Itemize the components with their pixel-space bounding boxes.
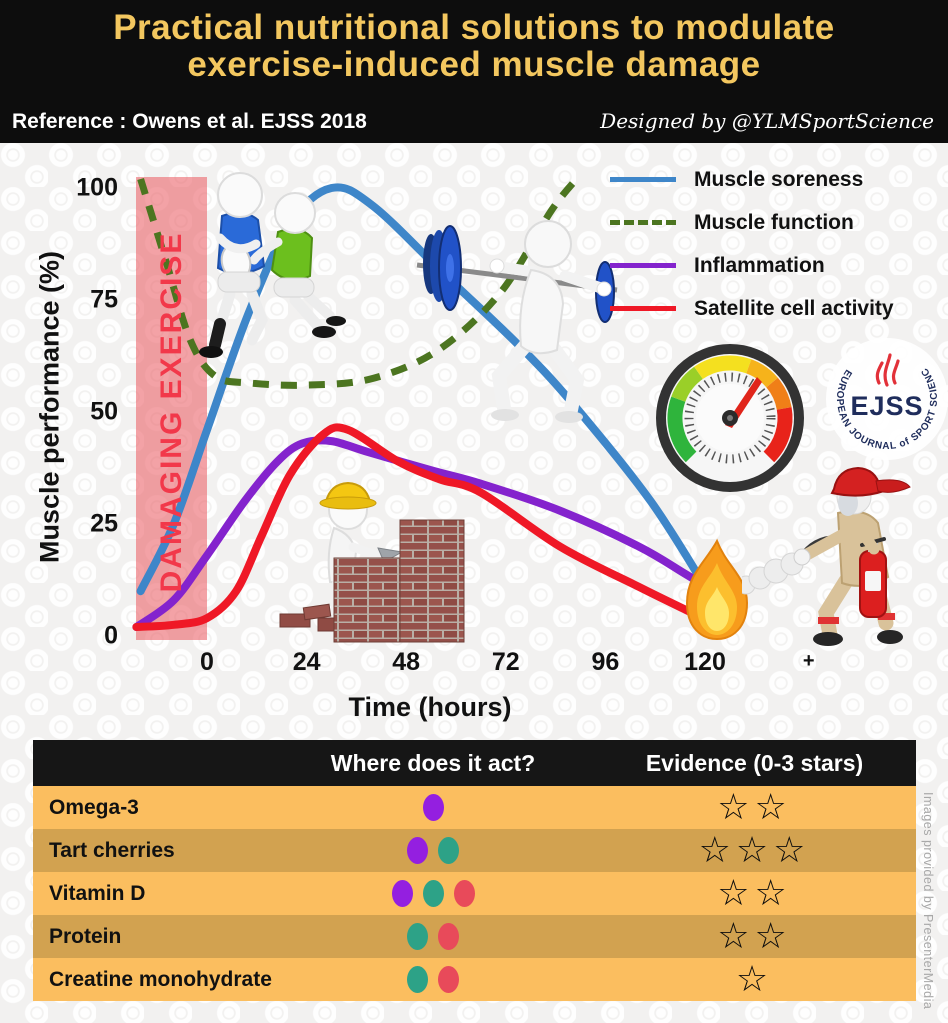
teal-dot-icon: [407, 923, 428, 950]
table-header: Where does it act? Evidence (0-3 stars): [33, 740, 916, 786]
y-tick-label: 75: [90, 285, 118, 314]
x-tick-label: 72: [491, 648, 520, 676]
legend-label: Muscle soreness: [694, 167, 864, 191]
table-row: Tart cherries ☆☆☆: [33, 829, 916, 872]
evidence-stars: ☆☆: [717, 786, 792, 828]
x-tick-label: +: [802, 650, 815, 672]
teal-dot-icon: [407, 966, 428, 993]
act-dots: [273, 837, 593, 864]
purple-dot-icon: [407, 837, 428, 864]
curve-muscle-soreness: [136, 183, 718, 605]
y-tick-label: 25: [90, 509, 118, 538]
table-row: Creatine monohydrate ☆: [33, 958, 916, 1001]
evidence-stars: ☆☆☆: [698, 829, 811, 871]
x-tick-label: 24: [292, 648, 321, 676]
y-tick-label: 0: [104, 621, 118, 650]
teal-dot-icon: [422, 880, 444, 907]
evidence-stars: ☆: [735, 958, 774, 1000]
act-dots: [273, 880, 593, 907]
legend-label: Satellite cell activity: [694, 296, 894, 320]
line-chart-curves: [132, 172, 739, 631]
x-tick-label: 48: [392, 648, 421, 676]
reference-text: Reference : Owens et al. EJSS 2018: [12, 110, 367, 133]
purple-dot-icon: [422, 794, 444, 821]
legend-line-sample: [610, 177, 676, 182]
supplement-rows: Omega-3☆☆Tart cherries☆☆☆Vitamin D☆☆Prot…: [33, 786, 916, 1001]
x-tick-label: 120: [684, 648, 726, 676]
ejss-abbr: EJSS: [850, 391, 923, 421]
red-dot-icon: [438, 923, 459, 950]
legend-item: Muscle function: [610, 201, 894, 244]
title-line-1: Practical nutritional solutions to modul…: [113, 8, 835, 47]
x-tick-label: 96: [591, 648, 620, 676]
supplement-name: Protein: [49, 924, 122, 948]
curve-inflammation: [132, 436, 718, 631]
red-dot-icon: [438, 966, 459, 993]
evidence-stars: ☆☆: [717, 915, 792, 957]
act-dots: [273, 794, 593, 821]
legend-item: Satellite cell activity: [610, 287, 894, 330]
x-axis-label: Time (hours): [348, 692, 512, 722]
column-header-evidence: Evidence (0-3 stars): [645, 749, 864, 776]
supplement-table: Where does it act? Evidence (0-3 stars) …: [33, 740, 916, 1001]
y-tick-label: 50: [90, 397, 118, 426]
supplement-name: Tart cherries: [49, 838, 175, 862]
header: Practical nutritional solutions to modul…: [0, 0, 948, 143]
legend-item: Inflammation: [610, 244, 894, 287]
legend-line-sample: [610, 220, 676, 225]
legend-line-sample: [610, 306, 676, 311]
designed-by-text: Designed by @YLMSportScience: [600, 109, 934, 133]
bricklayer-icon: [279, 481, 465, 643]
curve-satellite-cell-activity: [132, 423, 739, 631]
weightlifter-icon: [416, 220, 618, 423]
legend-label: Inflammation: [694, 253, 825, 277]
legend-line-sample: [610, 263, 676, 268]
act-dots: [273, 966, 593, 993]
purple-dot-icon: [391, 880, 413, 907]
flame-icon: [875, 353, 900, 387]
teal-dot-icon: [438, 837, 459, 864]
title-line-2: exercise-induced muscle damage: [187, 45, 761, 85]
evidence-stars: ☆☆: [717, 872, 792, 914]
fire-icon: [685, 538, 749, 641]
page-title: Practical nutritional solutions to modul…: [0, 0, 948, 83]
damaging-exercise-band: [136, 177, 207, 640]
gauge-icon: [656, 344, 804, 492]
legend-label: Muscle function: [694, 210, 854, 234]
table-row: Protein ☆☆: [33, 915, 916, 958]
column-header-act: Where does it act?: [330, 749, 536, 776]
table-row: Omega-3 ☆☆: [33, 786, 916, 829]
x-tick-label: 0: [200, 648, 214, 676]
act-dots: [273, 923, 593, 950]
legend-item: Muscle soreness: [610, 158, 894, 201]
table-row: Vitamin D ☆☆: [33, 872, 916, 915]
rugby-tackle-icon: [199, 172, 346, 358]
image-credit: Images provided by PresenterMedia: [921, 792, 935, 1010]
firefighter-icon: [742, 466, 911, 646]
red-dot-icon: [453, 880, 475, 907]
supplement-name: Vitamin D: [49, 881, 146, 905]
supplement-name: Omega-3: [49, 795, 139, 819]
supplement-name: Creatine monohydrate: [49, 967, 272, 991]
damaging-exercise-label: DAMAGING EXERCISE: [155, 231, 188, 593]
y-tick-label: 100: [76, 173, 118, 202]
